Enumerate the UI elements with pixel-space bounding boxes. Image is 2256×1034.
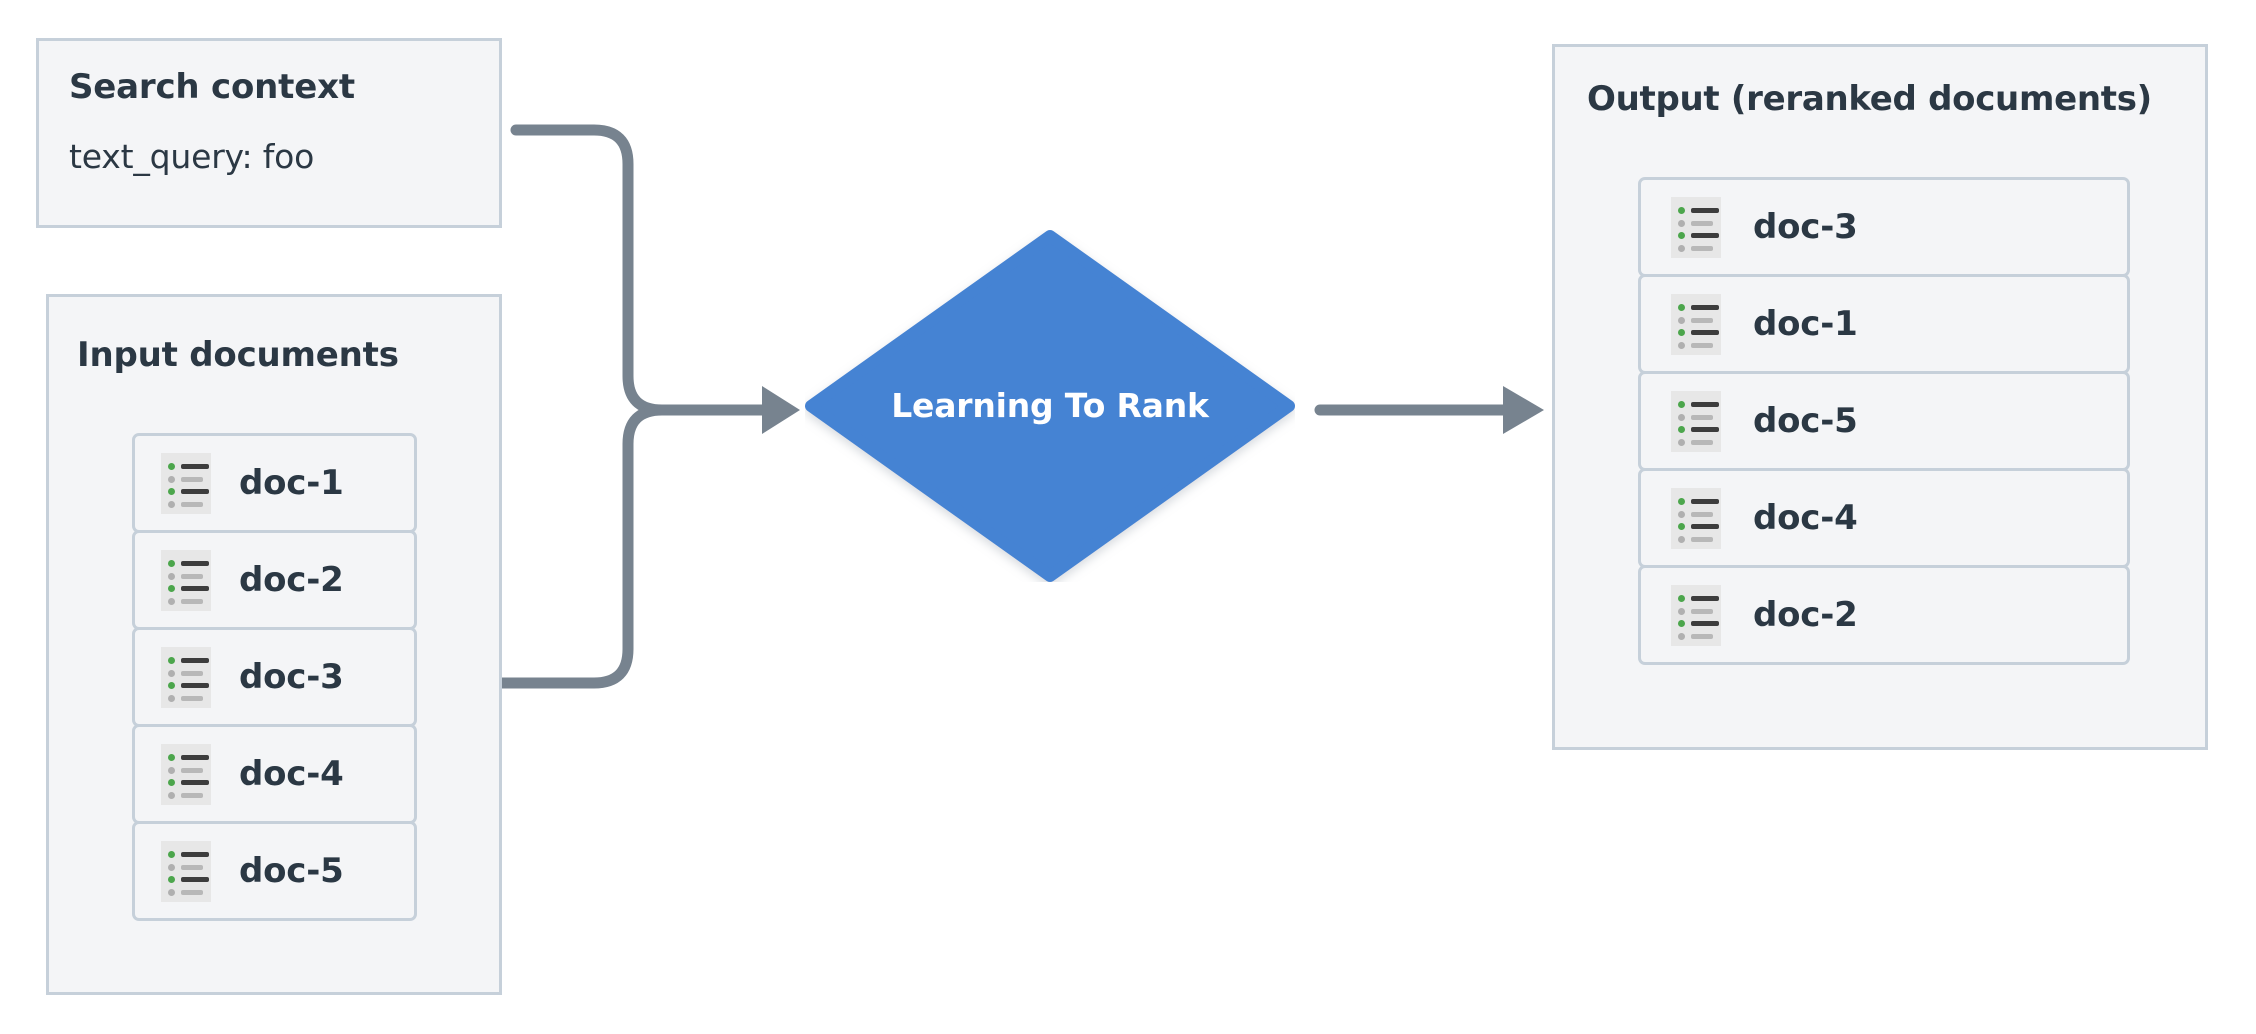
document-label: doc-3 [239, 657, 344, 697]
document-row[interactable]: doc-1 [132, 433, 417, 533]
document-label: doc-4 [1753, 498, 1858, 538]
document-list-icon [1671, 293, 1721, 355]
document-label: doc-4 [239, 754, 344, 794]
document-label: doc-2 [239, 560, 344, 600]
learning-to-rank-diamond-shape [805, 230, 1295, 582]
document-list-icon [161, 549, 211, 611]
search-context-panel: Search context text_query: foo [36, 38, 502, 228]
connector-ltr-to-output-arrowhead [1503, 386, 1544, 434]
document-label: doc-5 [1753, 401, 1858, 441]
document-row[interactable]: doc-3 [132, 627, 417, 727]
search-context-query-text: text_query: foo [69, 137, 315, 176]
document-list-icon [161, 743, 211, 805]
document-list-icon [161, 646, 211, 708]
connector-input-documents-to-ltr [496, 404, 668, 689]
input-documents-list: doc-1 doc-2 doc-3 doc-4 doc-5 [132, 433, 417, 921]
connector-search-context-to-ltr [510, 124, 668, 416]
document-label: doc-5 [239, 851, 344, 891]
output-documents-list: doc-3 doc-1 doc-5 doc-4 doc-2 [1638, 177, 2130, 665]
document-row[interactable]: doc-3 [1638, 177, 2130, 277]
learning-to-rank-node[interactable]: Learning To Rank [805, 230, 1295, 582]
document-list-icon [1671, 487, 1721, 549]
document-label: doc-3 [1753, 207, 1858, 247]
document-list-icon [1671, 584, 1721, 646]
document-row[interactable]: doc-5 [132, 821, 417, 921]
document-list-icon [1671, 390, 1721, 452]
document-row[interactable]: doc-4 [1638, 468, 2130, 568]
input-documents-title: Input documents [77, 335, 399, 375]
document-row[interactable]: doc-5 [1638, 371, 2130, 471]
document-list-icon [1671, 196, 1721, 258]
document-list-icon [161, 452, 211, 514]
document-label: doc-1 [1753, 304, 1858, 344]
document-list-icon [161, 840, 211, 902]
document-row[interactable]: doc-2 [132, 530, 417, 630]
document-row[interactable]: doc-2 [1638, 565, 2130, 665]
document-label: doc-2 [1753, 595, 1858, 635]
document-label: doc-1 [239, 463, 344, 503]
connector-junction-to-ltr-arrowhead [762, 386, 800, 434]
document-row[interactable]: doc-1 [1638, 274, 2130, 374]
output-title: Output (reranked documents) [1587, 79, 2152, 119]
search-context-title: Search context [69, 67, 355, 107]
document-row[interactable]: doc-4 [132, 724, 417, 824]
